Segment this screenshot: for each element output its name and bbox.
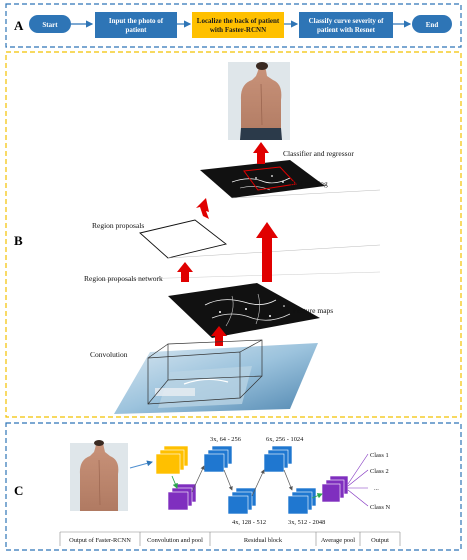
arrow-conv-to-features xyxy=(211,326,227,346)
conv-pool-stack xyxy=(155,445,197,511)
flow-input-photo-text-1: Input the photo of xyxy=(109,17,164,25)
flow-start xyxy=(29,15,71,33)
panel-a-border xyxy=(5,3,462,48)
flow-classify-text-1: Classify curve severity of xyxy=(309,17,385,25)
footer-conv-pool: Convolution and pool xyxy=(147,537,203,544)
panel-c-border xyxy=(5,422,462,551)
panel-a-label: A xyxy=(14,18,24,33)
patient-back-photo-top xyxy=(228,62,290,140)
footer-residual-block: Residual block xyxy=(244,537,283,544)
block2-label: 4x, 128 - 512 xyxy=(232,519,266,526)
class-2-label: Class 2 xyxy=(370,468,389,475)
arrow-classifier-to-photo xyxy=(253,142,269,164)
footer-average-pool: Average pool xyxy=(321,537,355,544)
classifier-label: Classifier and regressor xyxy=(283,149,354,158)
arrow-proposals-to-classifier xyxy=(196,198,209,219)
region-proposals-label: Region proposals xyxy=(92,221,144,230)
block1-label: 3x, 64 - 256 xyxy=(210,436,241,443)
arrow-rpn-to-proposals xyxy=(177,262,193,282)
panel-c-footer: Output of Faster-RCNN Convolution and po… xyxy=(59,531,401,546)
residual-block-2 xyxy=(251,445,317,515)
flow-classify xyxy=(299,12,393,38)
region-proposals-plane xyxy=(139,219,228,259)
panel-c: C 3x, 64 - xyxy=(5,422,462,551)
panel-b-label: B xyxy=(14,233,23,248)
flow-input-photo-text-2: patient xyxy=(126,26,148,34)
flow-input-photo xyxy=(95,12,177,38)
panel-b: B Classifier and regressor ROI pooling R… xyxy=(5,51,462,418)
block3-label: 6x, 256 - 1024 xyxy=(266,436,304,443)
flow-end xyxy=(412,15,452,33)
residual-block-1 xyxy=(191,445,257,515)
roi-pooling-label: ROI pooling xyxy=(290,179,328,188)
arrow-photo-to-conv xyxy=(129,460,153,469)
class-ellipsis-label: ... xyxy=(374,485,379,492)
flow-start-text: Start xyxy=(42,21,58,29)
classifier-plane xyxy=(200,160,325,198)
flow-classify-text-2: patient with Resnet xyxy=(317,26,376,34)
flow-end-text: End xyxy=(426,21,439,29)
average-pool-stack xyxy=(311,475,349,503)
block4-label: 3x, 512 - 2048 xyxy=(288,519,325,526)
rpn-label: Region proposals network xyxy=(84,274,163,283)
perspective-line-2 xyxy=(167,244,381,259)
perspective-line-1 xyxy=(231,189,381,199)
output-connections xyxy=(347,453,369,507)
panel-a: A Start Input the photo of patient Local… xyxy=(5,3,462,48)
patient-back-photo-bottom xyxy=(70,440,128,511)
feature-maps-label: Feature maps xyxy=(293,306,333,315)
footer-output-faster-rcnn: Output of Faster-RCNN xyxy=(69,537,131,544)
flow-localize xyxy=(192,12,284,38)
class-1-label: Class 1 xyxy=(370,452,389,459)
panel-b-border xyxy=(5,51,462,418)
class-n-label: Class N xyxy=(370,504,390,511)
flow-localize-text-1: Localize the back of patient xyxy=(197,17,280,25)
convolution-label: Convolution xyxy=(90,350,128,359)
convolution-input-plane xyxy=(114,343,318,414)
convolution-cube xyxy=(147,339,263,405)
arrow-features-to-roi xyxy=(256,222,278,282)
feature-maps-plane xyxy=(168,283,320,338)
panel-c-label: C xyxy=(14,483,23,498)
footer-output: Output xyxy=(371,537,389,544)
flow-localize-text-2: with Faster-RCNN xyxy=(210,26,266,34)
perspective-line-3 xyxy=(99,271,381,281)
